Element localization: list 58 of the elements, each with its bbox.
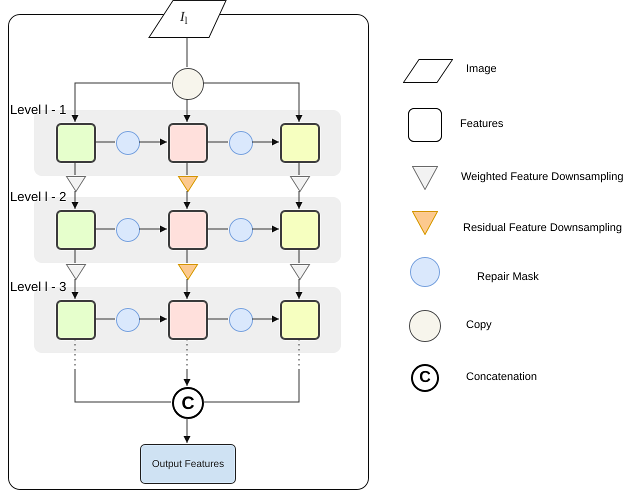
- legend-label: Repair Mask: [477, 271, 539, 284]
- arrow: [252, 226, 280, 232]
- downsampling-triangle: [66, 264, 86, 280]
- downsampling-triangle: [178, 264, 198, 280]
- level-label: Level l - 2: [10, 189, 66, 204]
- arrow: [184, 418, 190, 444]
- connector-line: [298, 248, 300, 264]
- legend-label: Image: [466, 63, 497, 76]
- connector-line: [202, 338, 300, 402]
- image-symbol: I$_{l}$: [180, 10, 188, 26]
- connector-line: [94, 228, 116, 230]
- arrow: [184, 98, 190, 122]
- arrow: [184, 190, 190, 210]
- feature-box: [56, 210, 96, 250]
- feature-box: [56, 300, 96, 340]
- arrow: [296, 190, 302, 210]
- feature-box: [168, 210, 208, 250]
- downsampling-triangle: [290, 176, 310, 192]
- level-label: Level l - 1: [10, 102, 66, 117]
- downsampling-triangle: [66, 176, 86, 192]
- arrow: [252, 316, 280, 322]
- connector-line: [74, 338, 172, 402]
- legend-label: Weighted Feature Downsampling: [461, 171, 624, 184]
- feature-box: [168, 300, 208, 340]
- downsampling-triangle: [178, 176, 198, 192]
- connector-line: [186, 248, 188, 264]
- connector-line: [74, 248, 76, 264]
- downsampling-triangle: [290, 264, 310, 280]
- connector-line: [186, 162, 188, 176]
- feature-box: [168, 123, 208, 163]
- connector-line: [298, 162, 300, 176]
- feature-box: [280, 300, 320, 340]
- connector-line: [74, 162, 76, 176]
- legend-label: Copy: [466, 319, 492, 332]
- arrow: [138, 316, 168, 322]
- output-box: Output Features: [140, 444, 236, 484]
- arrow: [202, 82, 302, 122]
- feature-box: [280, 123, 320, 163]
- legend-label: Residual Feature Downsampling: [463, 222, 622, 235]
- feature-box: [280, 210, 320, 250]
- legend-label: Concatenation: [466, 371, 537, 384]
- arrow: [72, 82, 172, 122]
- arrow: [72, 278, 78, 300]
- connector-line: [94, 318, 116, 320]
- feature-box: [56, 123, 96, 163]
- connector-line: [206, 228, 228, 230]
- arrow: [138, 138, 168, 146]
- arrow: [296, 278, 302, 300]
- arrow: [138, 226, 168, 232]
- arrow: [72, 190, 78, 210]
- connector-line: [206, 318, 228, 320]
- legend-label: Features: [460, 118, 504, 131]
- level-label: Level l - 3: [10, 279, 66, 294]
- arrow: [252, 138, 280, 146]
- connector-line: [186, 38, 188, 68]
- letter-symbol: C: [419, 370, 431, 386]
- arrow: [184, 278, 190, 300]
- arrow: [184, 338, 190, 386]
